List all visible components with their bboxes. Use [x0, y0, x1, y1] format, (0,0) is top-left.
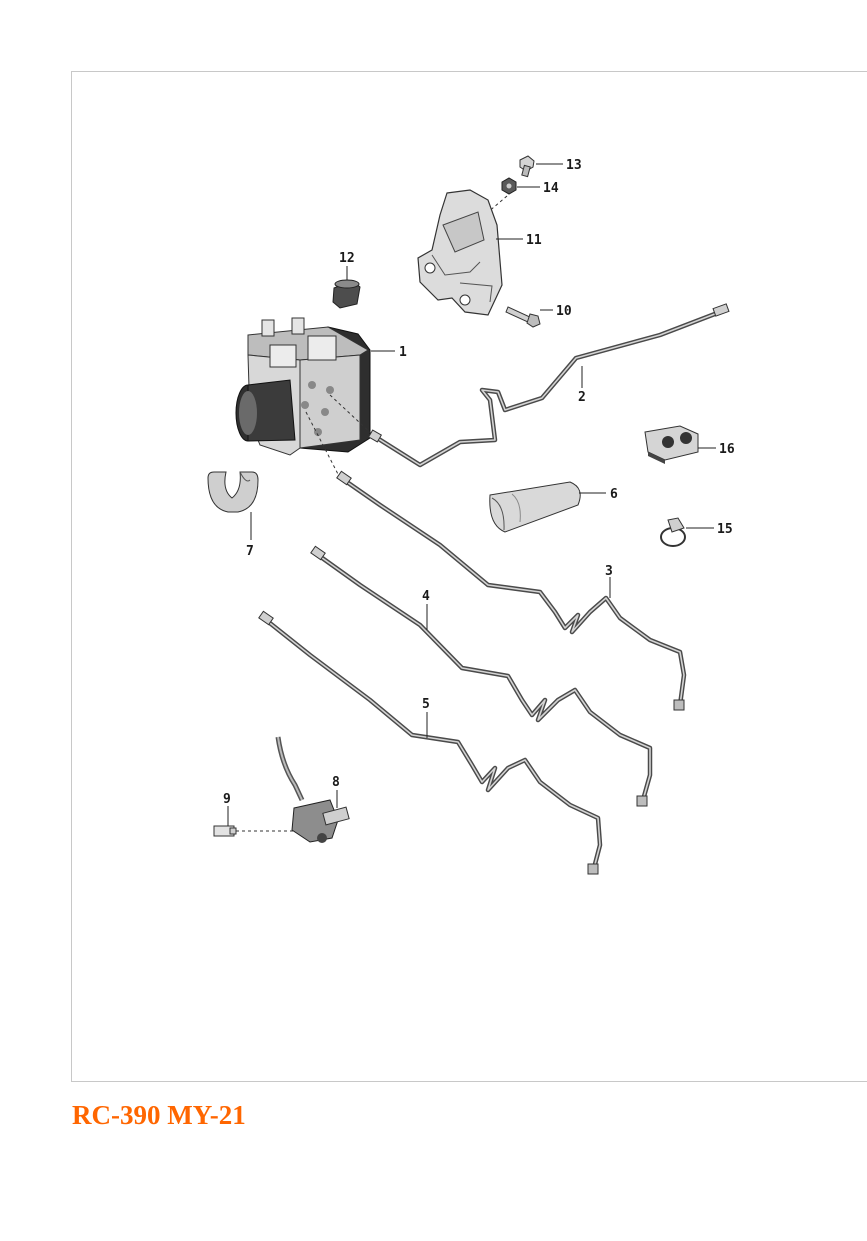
part-12-rubber-mount: [332, 279, 361, 309]
callout-10: 10: [556, 304, 572, 319]
part-9-screw: [213, 825, 237, 837]
callout-6: 6: [610, 487, 618, 502]
part-13-bolt: [519, 155, 535, 178]
callout-8: 8: [332, 775, 340, 790]
callout-4: 4: [422, 589, 430, 604]
callout-15: 15: [717, 522, 733, 537]
part-7-clip: [207, 471, 259, 513]
part-8-speed-sensor: [275, 736, 350, 843]
part-6-sleeve: [489, 481, 581, 533]
callout-2: 2: [578, 390, 586, 405]
callout-14: 14: [543, 181, 559, 196]
part-3-brake-line: [336, 470, 687, 711]
callout-1: 1: [399, 345, 407, 360]
part-11-bracket: [417, 189, 503, 316]
part-14-nut: [501, 177, 517, 195]
callout-3: 3: [605, 564, 613, 579]
callout-9: 9: [223, 792, 231, 807]
part-10-bolt: [505, 306, 541, 328]
callout-7: 7: [246, 544, 254, 559]
part-15-clamp: [660, 517, 686, 547]
dash-1-3: [305, 411, 341, 479]
part-1-abs-module: [235, 317, 371, 456]
part-5-brake-line: [258, 610, 603, 875]
dash-14-11: [446, 195, 508, 248]
callout-16: 16: [719, 442, 735, 457]
callout-12: 12: [339, 251, 355, 266]
callout-11: 11: [526, 233, 542, 248]
part-16-grommet-block: [644, 425, 699, 464]
part-4-brake-line: [310, 545, 653, 807]
model-title: RC-390 MY-21: [72, 1100, 246, 1130]
part-2-brake-line: [367, 303, 730, 468]
dash-1-2: [329, 394, 375, 437]
exploded-parts-diagram: 13 14 11 10 12: [207, 155, 735, 875]
callout-13: 13: [566, 158, 582, 173]
callout-5: 5: [422, 697, 430, 712]
